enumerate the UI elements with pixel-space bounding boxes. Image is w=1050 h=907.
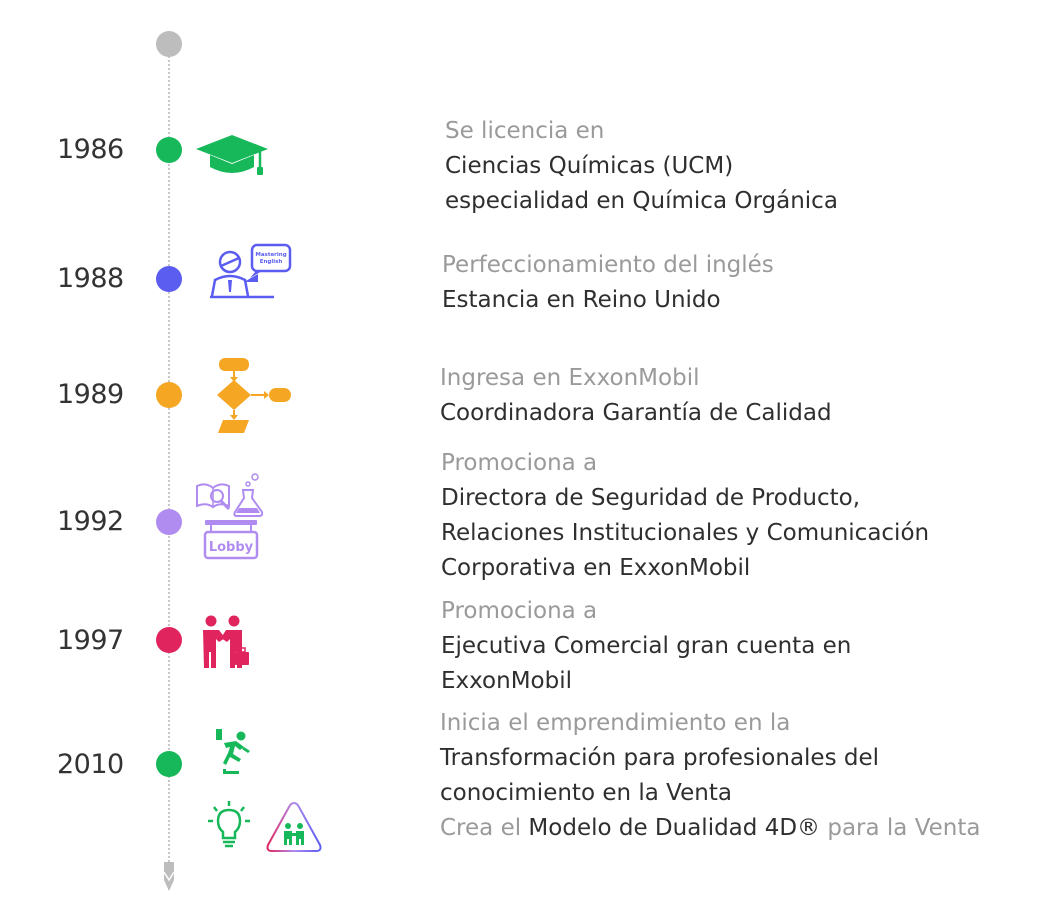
year-label: 1992 xyxy=(57,506,124,537)
flowchart-icon xyxy=(217,358,291,433)
year-label: 1989 xyxy=(57,379,124,410)
icon-text: Lobby xyxy=(209,540,254,555)
event-line: conocimiento en la Venta xyxy=(440,780,732,806)
event-line: Estancia en Reino Unido xyxy=(442,287,721,313)
extra-model-name: Modelo de Dualidad 4D® xyxy=(528,815,821,841)
event-line: Corporativa en ExxonMobil xyxy=(441,555,751,581)
timeline-line xyxy=(168,44,170,870)
event-line: Ejecutiva Comercial gran cuenta en xyxy=(441,633,852,659)
extra-suffix: para la Venta xyxy=(827,815,981,841)
event-line: Directora de Seguridad de Producto, xyxy=(441,485,861,511)
timeline-dot xyxy=(156,751,182,777)
timeline-start-dot xyxy=(156,31,182,57)
event-line: ExxonMobil xyxy=(441,668,572,694)
year-label: 2010 xyxy=(57,749,124,780)
icon-text: Mastering xyxy=(255,252,286,258)
dual-people-triangle-icon xyxy=(266,801,322,852)
event-line: especialidad en Química Orgánica xyxy=(445,188,838,214)
extra-prefix: Crea el xyxy=(440,815,522,841)
year-label: 1997 xyxy=(57,625,124,656)
timeline-dot xyxy=(156,627,182,653)
event-text-1989: Ingresa en ExxonMobil Coordinadora Garan… xyxy=(440,361,832,431)
lightbulb-icon xyxy=(208,801,250,848)
event-subtitle: Promociona a xyxy=(441,598,598,624)
event-text-1992: Promociona a Directora de Seguridad de P… xyxy=(441,446,929,586)
event-text-1986: Se licencia en Ciencias Químicas (UCM) e… xyxy=(445,114,838,219)
event-line: Relaciones Institucionales y Comunicació… xyxy=(441,520,930,546)
year-label: 1986 xyxy=(57,134,124,165)
timeline-dot xyxy=(156,382,182,408)
event-extra-line: Crea el Modelo de Dualidad 4D® para la V… xyxy=(440,815,981,841)
event-subtitle: Perfeccionamiento del inglés xyxy=(442,252,774,278)
event-line: Transformación para profesionales del xyxy=(440,745,880,771)
event-subtitle: Inicia el emprendimiento en la xyxy=(440,710,791,736)
event-subtitle: Promociona a xyxy=(441,450,598,476)
event-subtitle: Se licencia en xyxy=(445,118,605,144)
timeline-end-arrow-icon xyxy=(163,862,175,891)
event-text-2010: Inicia el emprendimiento en la Transform… xyxy=(440,706,981,846)
timeline-dot xyxy=(156,137,182,163)
event-text-1997: Promociona a Ejecutiva Comercial gran cu… xyxy=(441,594,851,699)
event-line: Ciencias Químicas (UCM) xyxy=(445,153,734,179)
graduation-cap-icon xyxy=(196,135,268,175)
timeline-dot xyxy=(156,266,182,292)
lobby-research-icon: Lobby xyxy=(196,473,264,560)
icon-text: English xyxy=(260,259,283,265)
event-line: Coordinadora Garantía de Calidad xyxy=(440,400,832,426)
running-exit-icon xyxy=(216,729,250,774)
handshake-icon xyxy=(203,615,249,668)
timeline-dot xyxy=(156,509,182,535)
event-text-1988: Perfeccionamiento del inglés Estancia en… xyxy=(442,248,774,318)
english-teacher-icon: Mastering English xyxy=(210,243,292,299)
event-subtitle: Ingresa en ExxonMobil xyxy=(440,365,700,391)
year-label: 1988 xyxy=(57,263,124,294)
